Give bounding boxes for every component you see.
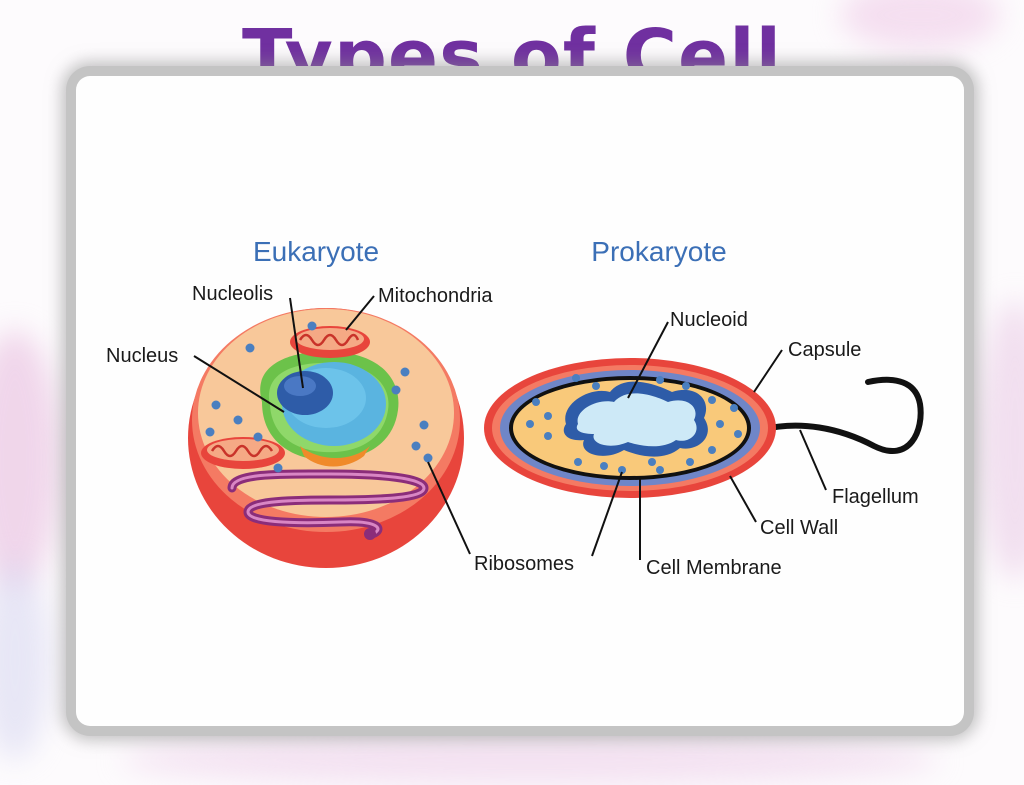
nucleolis-leader <box>289 297 304 389</box>
nucleus-leader <box>193 355 285 413</box>
nucleoid-leader <box>627 321 669 399</box>
golgi-shelf <box>300 446 370 467</box>
label-nucleolis: Nucleolis <box>192 283 273 305</box>
label-cell-wall: Cell Wall <box>760 517 838 539</box>
cell-diagram: Eukaryote Prokaryote <box>106 236 924 579</box>
golgi-highlight <box>230 472 426 536</box>
cell-wall-leader <box>729 475 757 523</box>
ribosome-prok-leader <box>591 471 623 557</box>
label-capsule: Capsule <box>788 339 861 361</box>
label-cell-membrane: Cell Membrane <box>646 557 782 579</box>
label-mitochondria: Mitochondria <box>378 285 493 307</box>
label-ribosomes: Ribosomes <box>474 553 574 575</box>
capsule-leader <box>753 349 783 393</box>
label-nucleoid: Nucleoid <box>670 309 748 331</box>
mitochondrion-top <box>290 326 370 358</box>
vesicle <box>364 528 376 540</box>
eukaryote-heading: Eukaryote <box>253 236 379 267</box>
mitochondrion-left <box>201 437 285 469</box>
label-flagellum: Flagellum <box>832 486 919 508</box>
mitochondria-leader <box>345 295 375 331</box>
prokaryote-cell: Nucleoid Capsule Flagellum Cell Wall Cel… <box>484 309 924 579</box>
flagellum <box>757 376 924 455</box>
flagellum-leader <box>799 429 827 491</box>
nucleolus-highlight <box>284 376 316 396</box>
prokaryote-ribosomes <box>526 374 742 474</box>
eukaryote-ribosomes <box>205 321 433 473</box>
ribosomes-leader <box>427 461 471 555</box>
label-nucleus: Nucleus <box>106 345 178 367</box>
nucleoid-inner <box>576 393 697 447</box>
eukaryote-cell: Nucleolis Mitochondria Nucleus Ribosomes <box>106 283 574 575</box>
prokaryote-heading: Prokaryote <box>591 236 726 267</box>
